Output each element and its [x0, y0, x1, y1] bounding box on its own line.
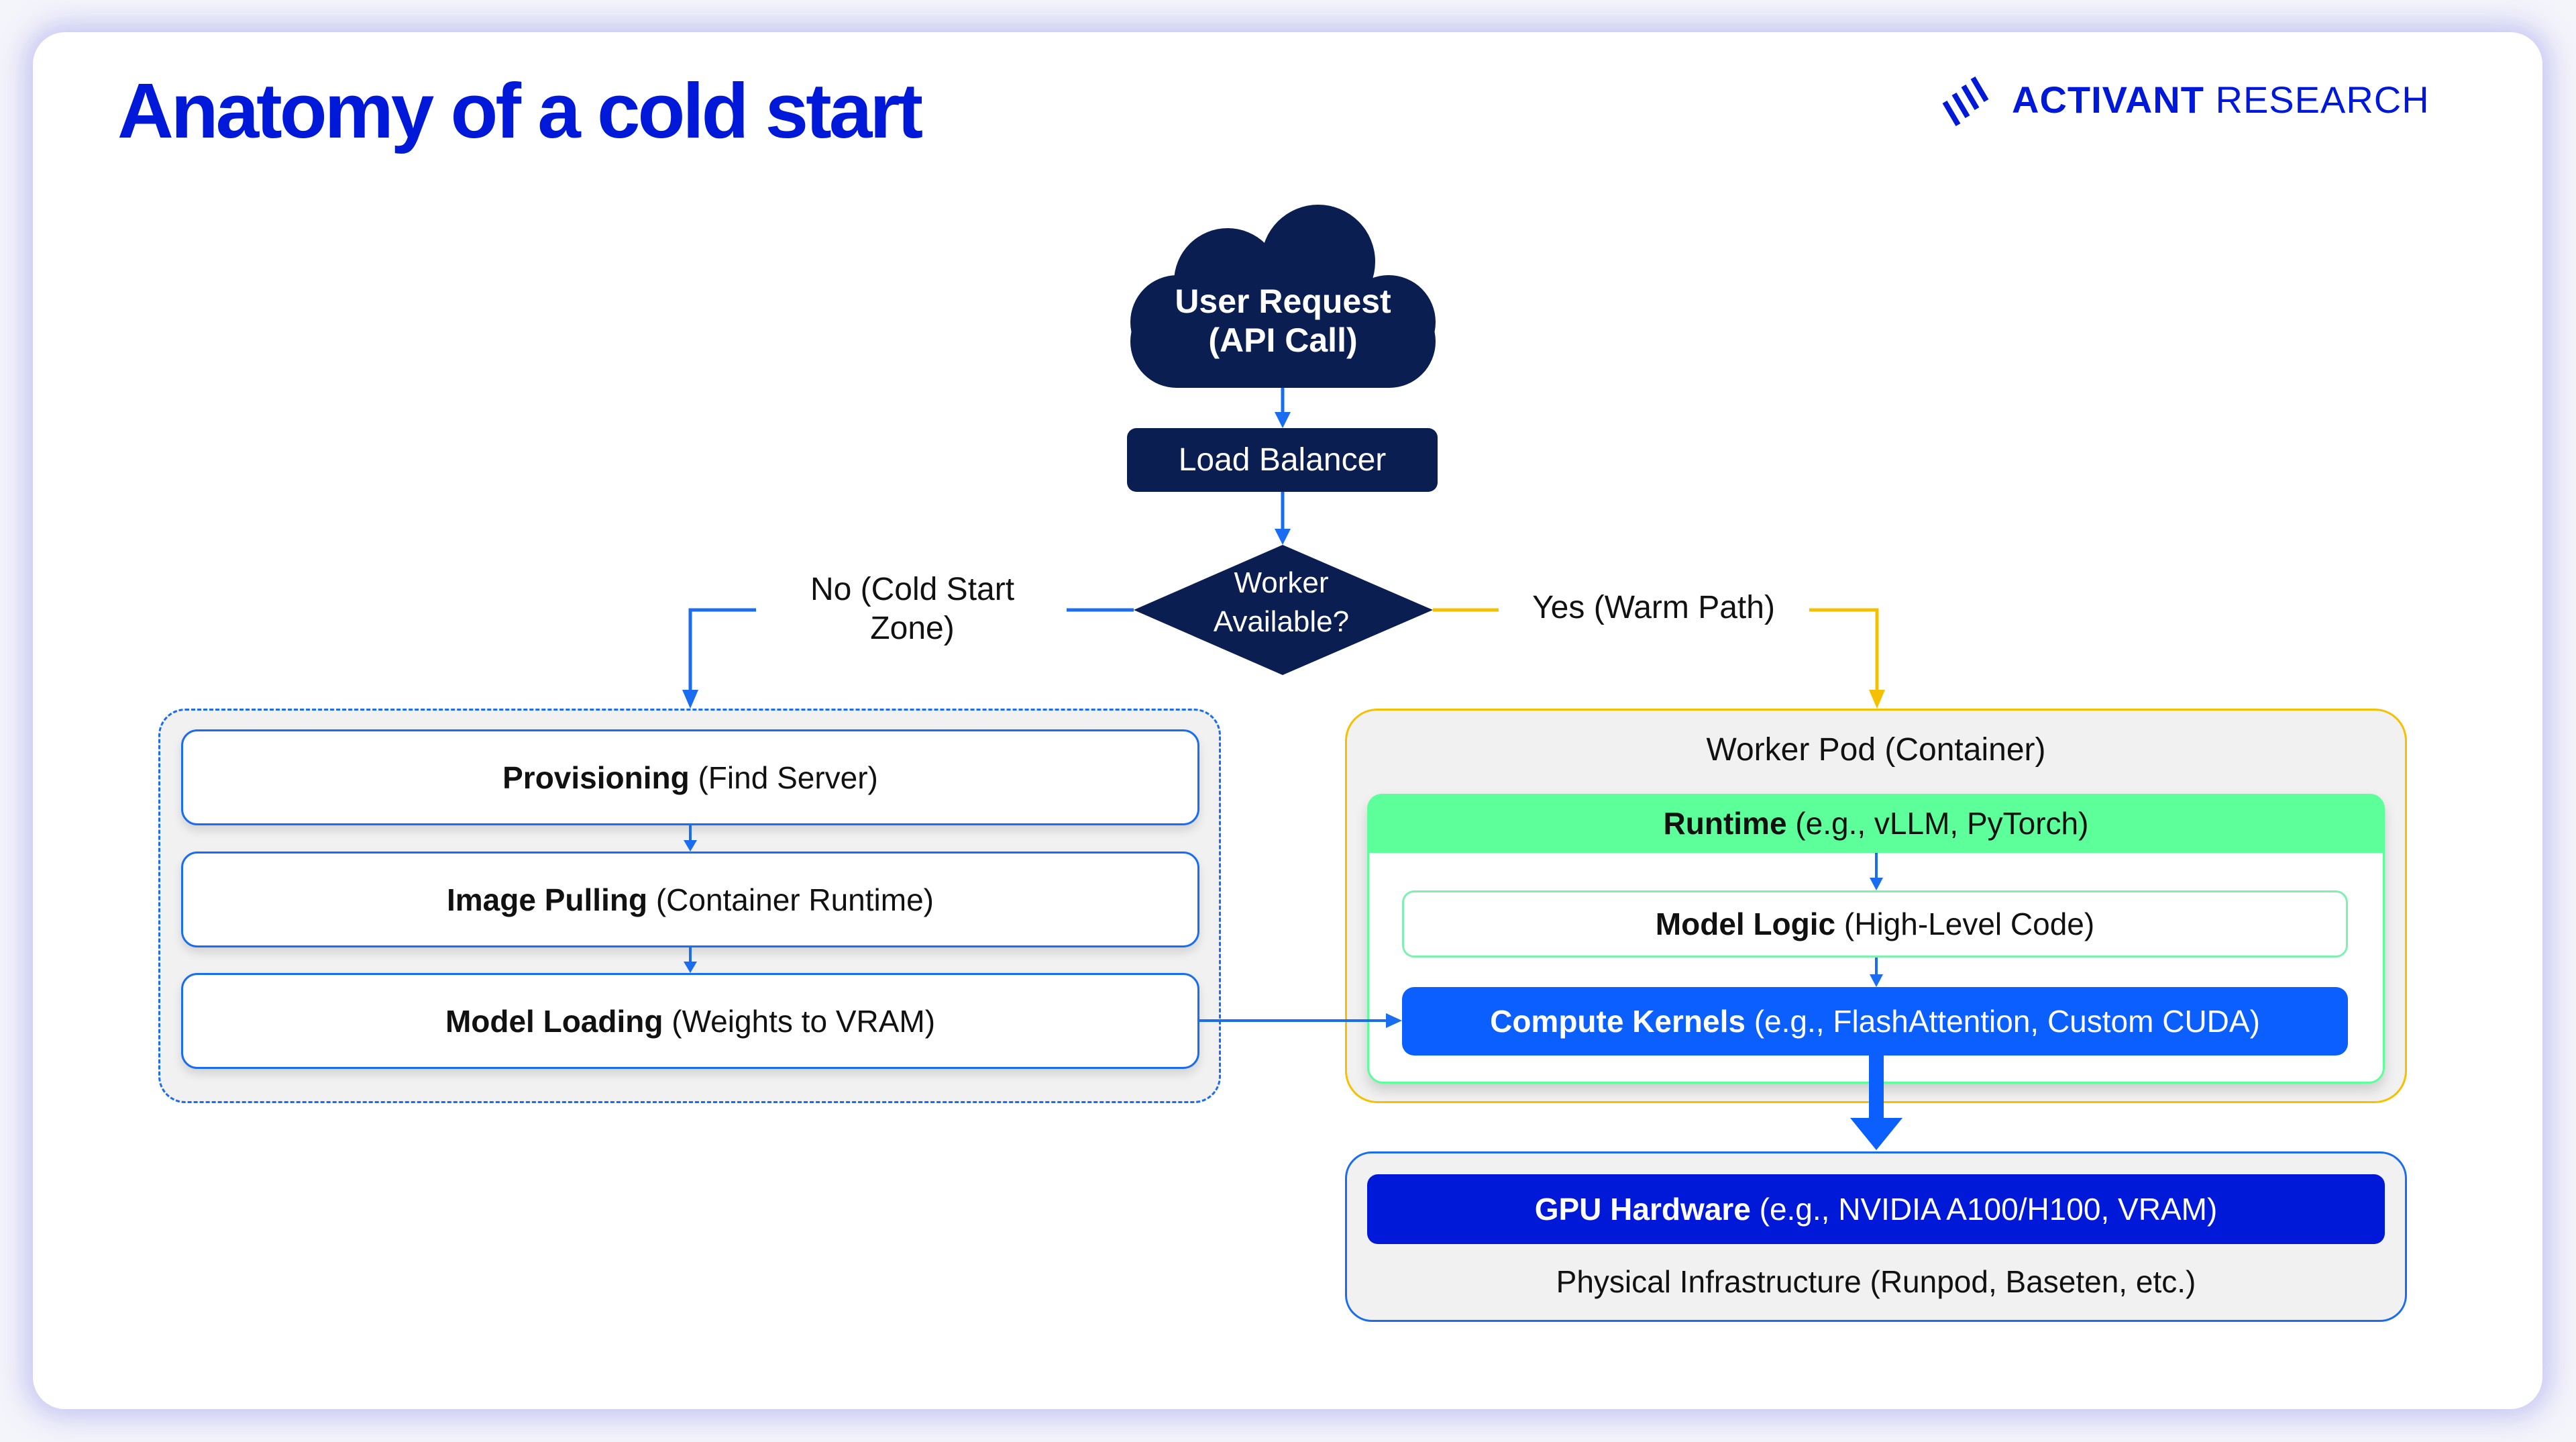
arrowhead: [1275, 412, 1291, 428]
arrowhead: [1850, 1118, 1902, 1150]
step-model-loading: Model Loading (Weights to VRAM): [181, 973, 1199, 1069]
user-request-label: User Request (API Call): [1175, 282, 1391, 359]
step-image-pulling: Image Pulling (Container Runtime): [181, 852, 1199, 947]
arrowhead: [1275, 529, 1291, 545]
yes-branch-line: [1809, 608, 1879, 691]
no-branch-label: No (Cold Start Zone): [810, 572, 1015, 646]
no-branch-line: [688, 608, 756, 691]
arrowhead: [1869, 690, 1885, 709]
cloud-shape: [1130, 205, 1436, 388]
brand-name: ACTIVANT RESEARCH: [2012, 78, 2430, 121]
decision-diamond: [1134, 545, 1433, 675]
arrowhead: [684, 840, 697, 852]
arrowhead: [682, 690, 698, 709]
brand-logo: ACTIVANT RESEARCH: [1942, 72, 2430, 126]
arrowhead: [1386, 1013, 1402, 1028]
activant-stripes-logo-icon: [1942, 76, 1989, 126]
arrow-kernels-to-gpu: [1869, 1055, 1884, 1123]
arrowhead: [684, 962, 697, 973]
step-provisioning: Provisioning (Find Server): [181, 729, 1199, 825]
page-title: Anatomy of a cold start: [117, 67, 923, 154]
decision-label: Worker Available?: [1213, 566, 1350, 638]
arrowhead: [1870, 974, 1883, 987]
infrastructure-label: Physical Infrastructure (Runpod, Baseten…: [1556, 1264, 2196, 1299]
model-logic-node: Model Logic (High-Level Code): [1402, 890, 2348, 958]
worker-pod-label: Worker Pod (Container): [1706, 732, 2046, 768]
yes-branch-label: Yes (Warm Path): [1532, 590, 1775, 625]
gpu-hardware-node: GPU Hardware (e.g., NVIDIA A100/H100, VR…: [1367, 1174, 2385, 1244]
runtime-header: Runtime (e.g., vLLM, PyTorch): [1367, 794, 2385, 853]
load-balancer-node: Load Balancer: [1127, 428, 1438, 492]
compute-kernels-node: Compute Kernels (e.g., FlashAttention, C…: [1402, 987, 2348, 1055]
arrowhead: [1870, 878, 1883, 890]
